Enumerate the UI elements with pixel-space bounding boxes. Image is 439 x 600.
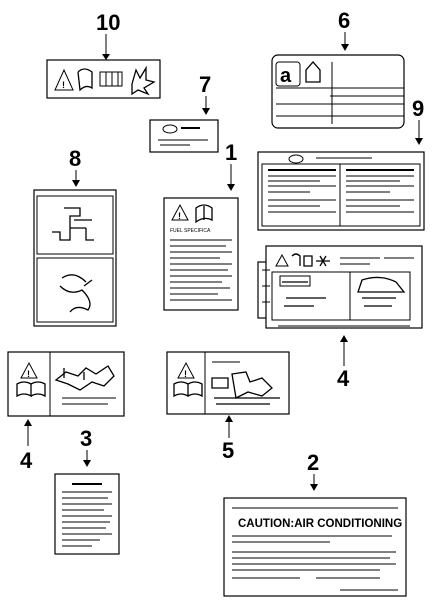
label-1: ! FUEL SPECIFICA bbox=[163, 197, 239, 311]
battery-icon bbox=[99, 71, 123, 87]
callout-5: 5 bbox=[222, 438, 234, 463]
explosion-icon bbox=[131, 65, 156, 96]
label-3 bbox=[54, 473, 120, 555]
svg-text:!: ! bbox=[27, 369, 30, 379]
svg-text:!: ! bbox=[62, 80, 65, 90]
manual-book-icon bbox=[77, 68, 93, 92]
label-7 bbox=[149, 119, 219, 153]
warning-triangle-icon bbox=[54, 68, 74, 91]
callout-3: 3 bbox=[80, 426, 92, 451]
callout-4-right: 4 bbox=[337, 366, 350, 391]
label-2: CAUTION:AIR CONDITIONING bbox=[223, 497, 407, 597]
label-4-right bbox=[257, 245, 423, 329]
label-8 bbox=[33, 189, 117, 327]
label-4-left: ! bbox=[7, 351, 125, 417]
callout-10: 10 bbox=[96, 10, 120, 35]
callout-4-left: 4 bbox=[20, 448, 33, 473]
label-10: ! bbox=[46, 59, 161, 99]
callout-2: 2 bbox=[307, 450, 319, 475]
fuel-spec-text: FUEL SPECIFICA bbox=[170, 228, 211, 234]
svg-text:!: ! bbox=[184, 369, 187, 379]
callout-9: 9 bbox=[412, 96, 424, 121]
callout-1: 1 bbox=[225, 140, 237, 165]
callout-8: 8 bbox=[69, 146, 81, 171]
label-9 bbox=[257, 151, 425, 231]
label-6: a bbox=[271, 54, 405, 129]
label-5: ! bbox=[166, 351, 290, 415]
ac-caution-text: CAUTION:AIR CONDITIONING bbox=[238, 518, 402, 530]
callout-6: 6 bbox=[338, 8, 350, 33]
svg-text:a: a bbox=[280, 65, 292, 87]
callout-7: 7 bbox=[199, 72, 211, 97]
svg-text:!: ! bbox=[178, 211, 181, 221]
